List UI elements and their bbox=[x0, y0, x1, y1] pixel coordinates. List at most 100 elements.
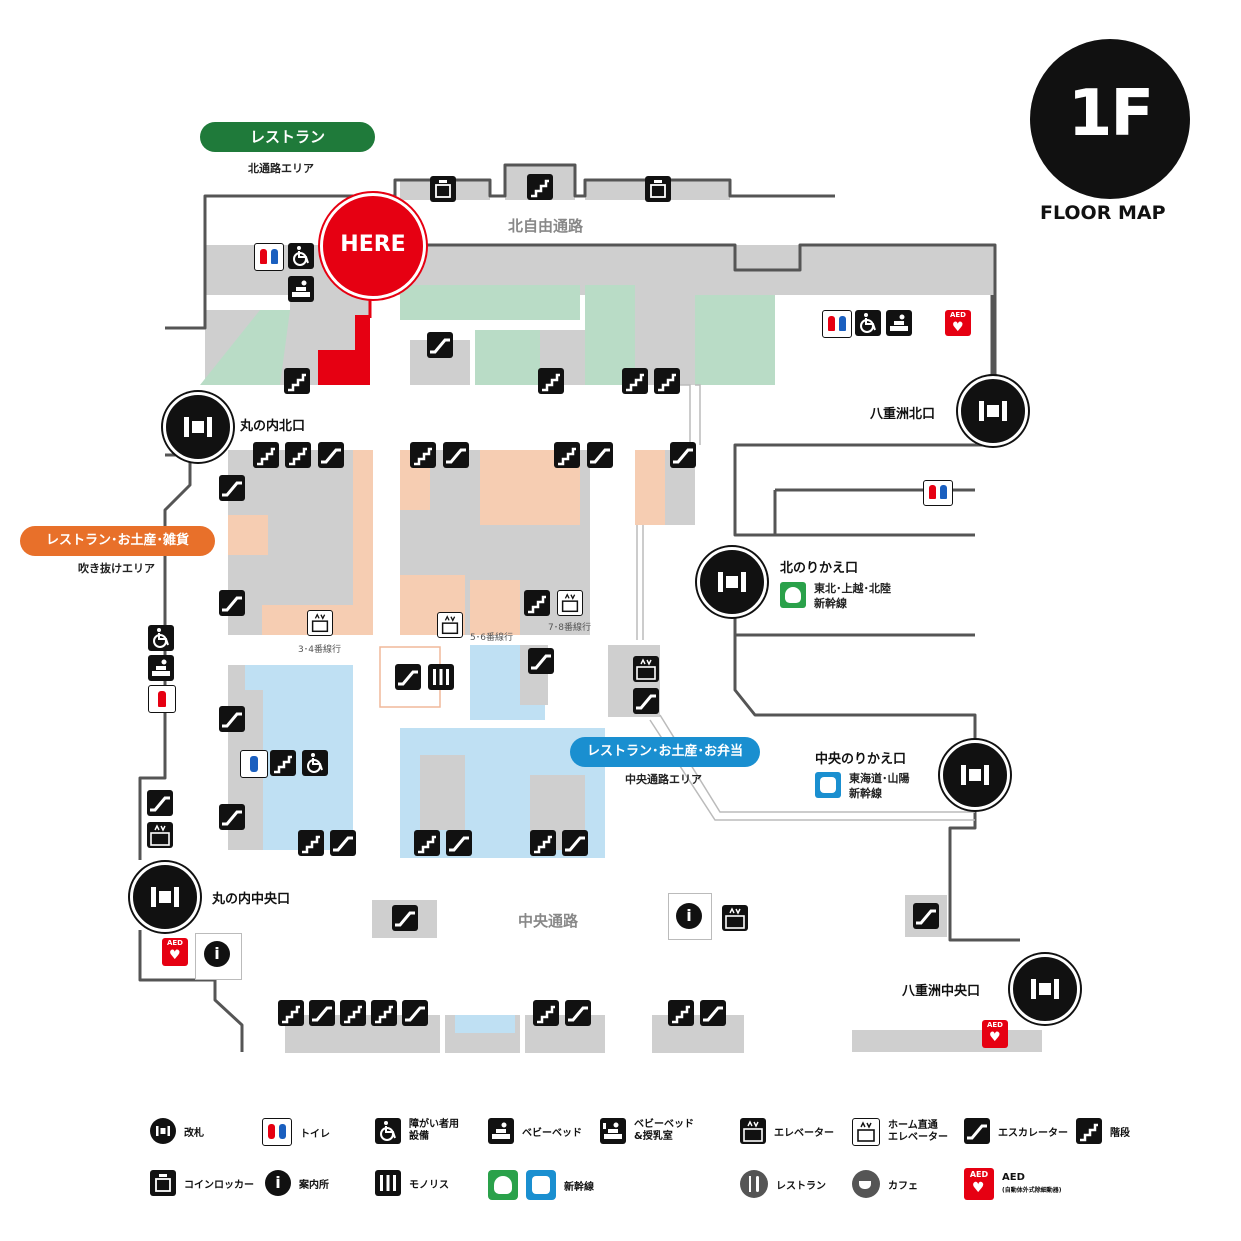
escalator-icon[interactable] bbox=[446, 830, 472, 856]
elevator-icon[interactable] bbox=[633, 656, 659, 682]
wheelchair-icon[interactable] bbox=[288, 243, 314, 269]
stairs-icon[interactable] bbox=[371, 1000, 397, 1026]
legend-monolith: モノリス bbox=[375, 1170, 449, 1196]
escalator-icon[interactable] bbox=[633, 688, 659, 714]
gate-icon[interactable] bbox=[697, 547, 767, 617]
baby-room-icon[interactable] bbox=[148, 655, 174, 681]
legend-monolith-label: モノリス bbox=[409, 1179, 449, 1191]
restaurant-icon bbox=[740, 1170, 768, 1198]
escalator-icon[interactable] bbox=[528, 648, 554, 674]
escalator-icon[interactable] bbox=[913, 903, 939, 929]
monolith-icon bbox=[428, 664, 454, 690]
escalator-icon[interactable] bbox=[318, 442, 344, 468]
stairs-icon[interactable] bbox=[410, 442, 436, 468]
north-transfer-label: 北のりかえ口 bbox=[780, 561, 859, 576]
escalator-icon[interactable] bbox=[670, 442, 696, 468]
stairs-icon[interactable] bbox=[270, 750, 296, 776]
escalator-icon[interactable] bbox=[330, 830, 356, 856]
stairs-icon[interactable] bbox=[524, 590, 550, 616]
escalator-icon[interactable] bbox=[309, 1000, 335, 1026]
toilet-female-icon[interactable] bbox=[148, 685, 176, 713]
baby-room-icon bbox=[600, 1118, 626, 1144]
platform-elevator-icon[interactable] bbox=[557, 590, 583, 616]
info-icon[interactable]: i bbox=[204, 941, 230, 967]
wheelchair-icon[interactable] bbox=[148, 625, 174, 651]
stairs-icon[interactable] bbox=[668, 1000, 694, 1026]
stairs-icon[interactable] bbox=[253, 442, 279, 468]
coin-locker-icon[interactable] bbox=[430, 176, 456, 202]
escalator-icon[interactable] bbox=[562, 830, 588, 856]
stairs-icon[interactable] bbox=[533, 1000, 559, 1026]
info-icon: i bbox=[265, 1170, 291, 1196]
toilet-icon[interactable] bbox=[822, 310, 852, 338]
fukinuke-pill[interactable]: レストラン･お土産･雑貨 bbox=[20, 526, 215, 556]
wheelchair-icon[interactable] bbox=[302, 750, 328, 776]
baby-bed-icon[interactable] bbox=[288, 276, 314, 302]
north-passage-label: 北自由通路 bbox=[508, 217, 584, 235]
stairs-icon[interactable] bbox=[284, 368, 310, 394]
escalator-icon[interactable] bbox=[443, 442, 469, 468]
stairs-icon[interactable] bbox=[538, 368, 564, 394]
stairs-icon[interactable] bbox=[622, 368, 648, 394]
escalator-icon[interactable] bbox=[700, 1000, 726, 1026]
legend-aed-note: (自動体外式除細動器) bbox=[1002, 1186, 1062, 1194]
platform-elevator-icon[interactable] bbox=[307, 610, 333, 636]
info-icon[interactable]: i bbox=[676, 903, 702, 929]
escalator-icon[interactable] bbox=[565, 1000, 591, 1026]
stairs-icon[interactable] bbox=[298, 830, 324, 856]
escalator-icon[interactable] bbox=[219, 706, 245, 732]
toilet-icon[interactable] bbox=[923, 480, 953, 506]
stairs-icon[interactable] bbox=[414, 830, 440, 856]
gate-icon[interactable] bbox=[958, 376, 1028, 446]
legend-info-label: 案内所 bbox=[299, 1179, 329, 1191]
legend-shinkansen-label: 新幹線 bbox=[564, 1181, 594, 1193]
toilet-male-icon[interactable] bbox=[240, 750, 268, 778]
central-pill[interactable]: レストラン･お土産･お弁当 bbox=[570, 737, 760, 767]
wheelchair-icon[interactable] bbox=[855, 310, 881, 336]
gate-icon[interactable] bbox=[130, 862, 200, 932]
shinkansen-north-line2: 新幹線 bbox=[814, 597, 847, 610]
platform-78-label: 7･8番線行 bbox=[548, 623, 591, 633]
marunouchi-north-label: 丸の内北口 bbox=[240, 419, 306, 434]
elevator-icon[interactable] bbox=[147, 822, 173, 848]
stairs-icon[interactable] bbox=[527, 174, 553, 200]
stairs-icon[interactable] bbox=[554, 442, 580, 468]
aed-icon[interactable]: AED♥ bbox=[162, 938, 188, 966]
escalator-icon[interactable] bbox=[395, 664, 421, 690]
legend-locker: コインロッカー bbox=[150, 1170, 254, 1196]
escalator-icon[interactable] bbox=[219, 475, 245, 501]
escalator-icon[interactable] bbox=[219, 590, 245, 616]
central-passage-label: 中央通路 bbox=[518, 912, 579, 930]
north-restaurant-pill[interactable]: レストラン bbox=[200, 122, 375, 152]
stairs-icon[interactable] bbox=[530, 830, 556, 856]
stairs-icon[interactable] bbox=[285, 442, 311, 468]
stairs-icon[interactable] bbox=[278, 1000, 304, 1026]
escalator-icon[interactable] bbox=[402, 1000, 428, 1026]
baby-bed-icon[interactable] bbox=[886, 310, 912, 336]
escalator-icon[interactable] bbox=[392, 905, 418, 931]
escalator-icon[interactable] bbox=[147, 790, 173, 816]
legend-shinkansen: 新幹線 bbox=[488, 1170, 594, 1200]
gate-icon[interactable] bbox=[1010, 954, 1080, 1024]
legend-gate: 改札 bbox=[150, 1118, 204, 1144]
platform-elevator-icon[interactable] bbox=[437, 612, 463, 638]
cafe-icon bbox=[852, 1170, 880, 1198]
platform-34-label: 3･4番線行 bbox=[298, 645, 341, 655]
monolith-icon bbox=[375, 1170, 401, 1196]
escalator-icon[interactable] bbox=[427, 332, 453, 358]
gate-icon[interactable] bbox=[163, 392, 233, 462]
shinkansen-blue-icon bbox=[526, 1170, 556, 1200]
stairs-icon[interactable] bbox=[340, 1000, 366, 1026]
gate-icon[interactable] bbox=[940, 740, 1010, 810]
legend-platform-elevator-line1: ホーム直通 bbox=[888, 1120, 938, 1131]
coin-locker-icon[interactable] bbox=[645, 176, 671, 202]
elevator-icon[interactable] bbox=[722, 905, 748, 931]
legend-escalator: エスカレーター bbox=[964, 1118, 1068, 1144]
escalator-icon[interactable] bbox=[219, 804, 245, 830]
central-sub: 中央通路エリア bbox=[625, 773, 702, 786]
toilet-icon[interactable] bbox=[254, 243, 284, 271]
aed-icon[interactable]: AED♥ bbox=[945, 310, 971, 336]
escalator-icon[interactable] bbox=[587, 442, 613, 468]
aed-icon[interactable]: AED♥ bbox=[982, 1020, 1008, 1048]
stairs-icon[interactable] bbox=[654, 368, 680, 394]
